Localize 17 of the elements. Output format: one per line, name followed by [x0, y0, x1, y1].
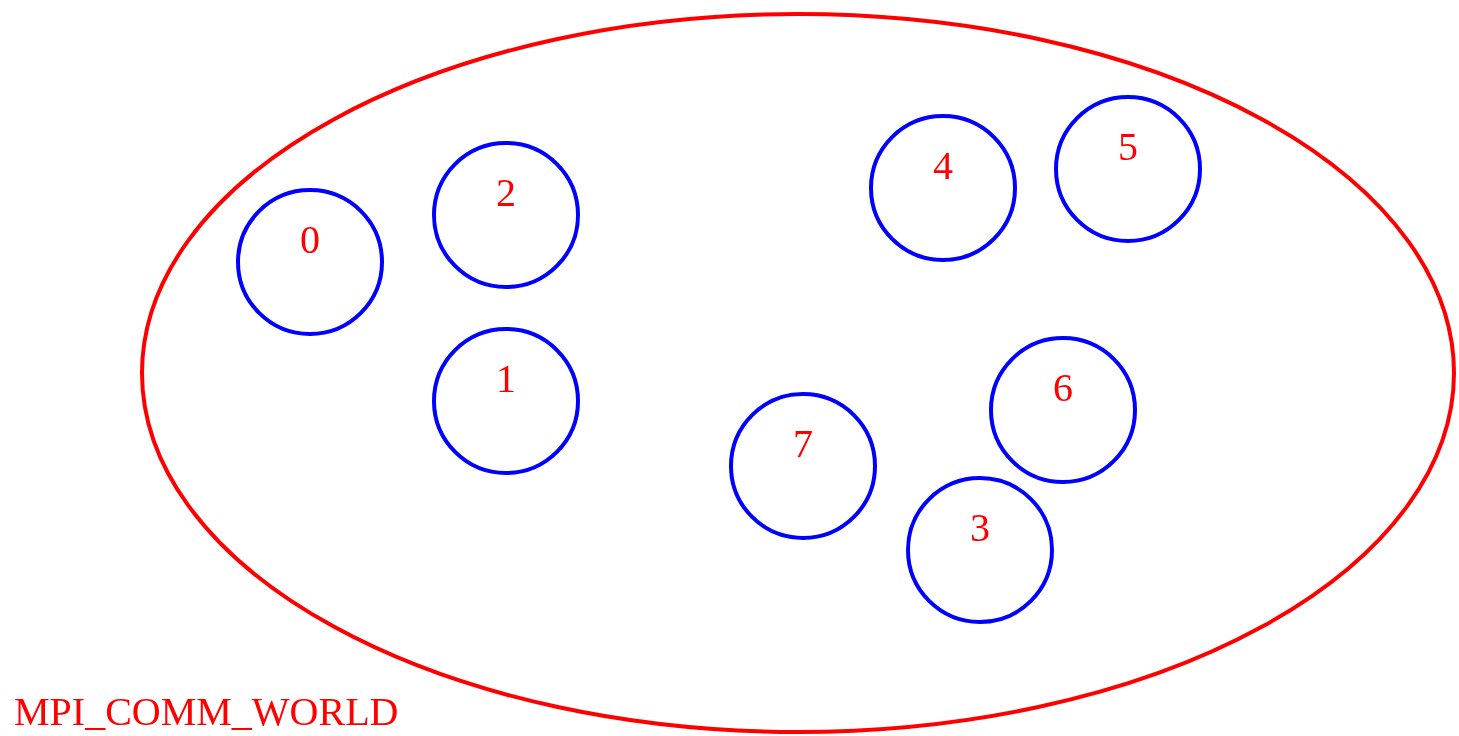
process-circle — [1054, 95, 1202, 243]
process-circle — [989, 336, 1137, 484]
process-circle — [869, 114, 1017, 262]
communicator-label: MPI_COMM_WORLD — [14, 690, 399, 734]
process-circle — [236, 188, 384, 336]
process-rank: 0 — [299, 218, 321, 262]
process-rank: 7 — [792, 422, 814, 466]
process-rank: 5 — [1117, 125, 1139, 169]
process-rank: 6 — [1052, 366, 1074, 410]
process-rank: 3 — [969, 506, 991, 550]
process-rank: 4 — [932, 144, 954, 188]
process-circle — [729, 392, 877, 540]
process-circle — [906, 476, 1054, 624]
process-rank: 1 — [495, 357, 517, 401]
process-rank: 2 — [495, 171, 517, 215]
process-circle — [432, 327, 580, 475]
process-circle — [432, 141, 580, 289]
